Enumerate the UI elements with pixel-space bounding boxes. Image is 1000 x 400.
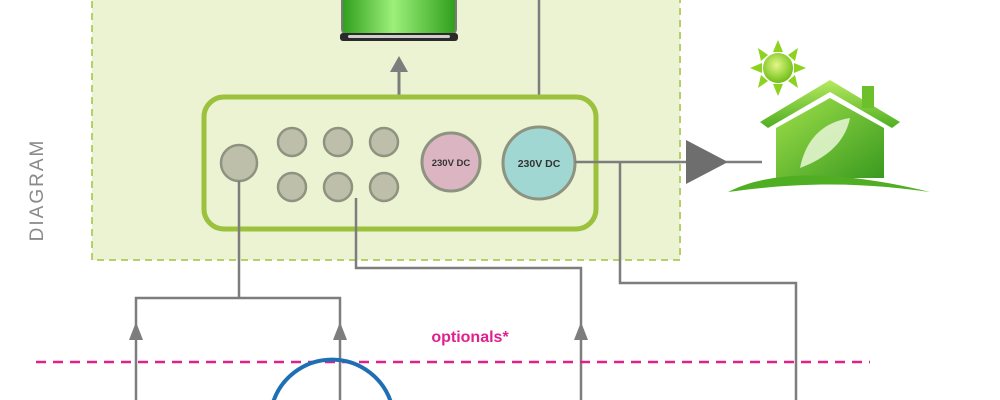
sun-icon <box>750 40 806 96</box>
socket-teal-label: 230V DC <box>518 158 561 170</box>
socket-small <box>276 126 308 158</box>
optionals-label: optionals* <box>431 329 509 346</box>
socket-pink <box>420 131 482 193</box>
socket-small <box>368 126 400 158</box>
blue-ring <box>271 357 393 400</box>
socket-small <box>322 171 354 203</box>
arrow-right-house-icon <box>686 140 728 184</box>
arrow-up-left-icon <box>129 322 143 340</box>
battery-icon <box>340 0 458 41</box>
line-output-down <box>618 162 798 400</box>
bracket-line <box>134 296 342 400</box>
house-icon <box>728 80 930 192</box>
socket-small <box>368 171 400 203</box>
socket-small <box>276 171 308 203</box>
arrow-up-battery-icon <box>390 56 408 72</box>
socket-small <box>322 126 354 158</box>
socket-large <box>219 143 259 183</box>
arrow-up-mid-icon <box>333 322 347 340</box>
socket-pink-label: 230V DC <box>432 158 471 169</box>
arrow-up-right-icon <box>574 322 588 340</box>
